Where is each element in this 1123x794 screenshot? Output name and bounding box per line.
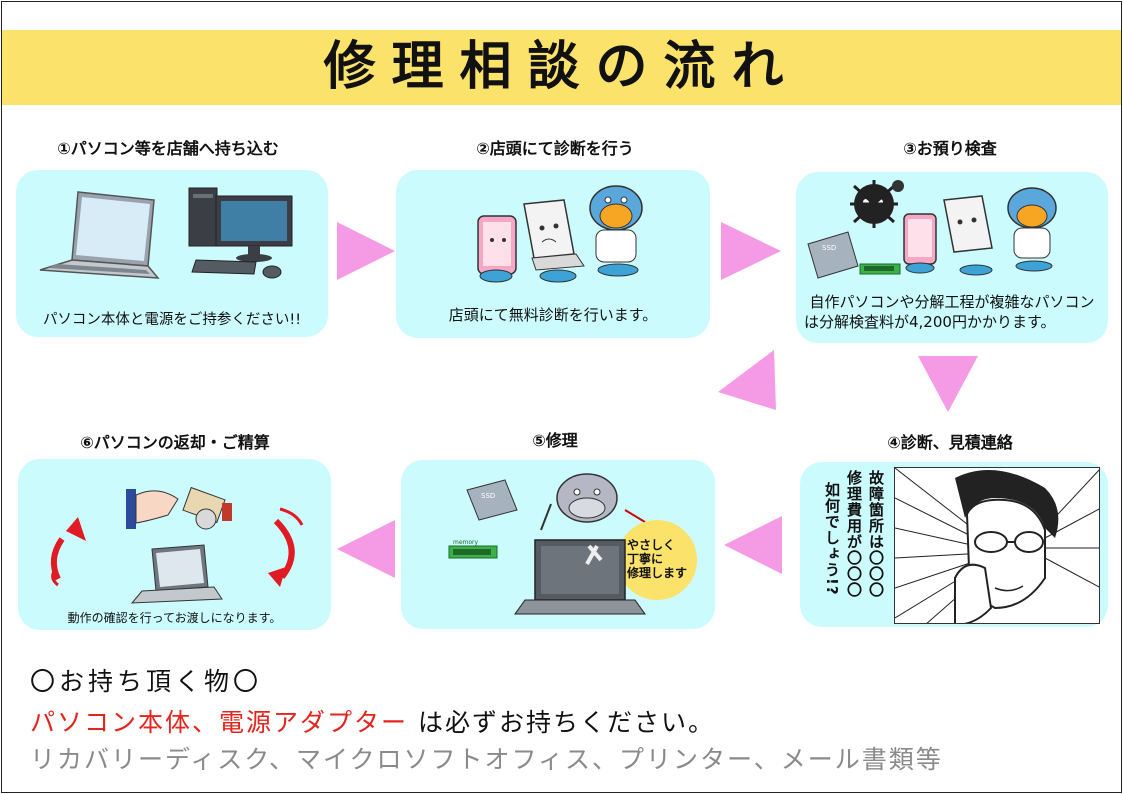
- bring-items-heading: 〇お持ち頂く物〇: [30, 667, 263, 696]
- laptop-and-desktop-illustration: [39, 187, 293, 279]
- arrow-down: [918, 356, 978, 412]
- arrow-left-1: [724, 516, 782, 574]
- broken-laptop-icon: [514, 539, 646, 615]
- ssd-icon: [466, 479, 518, 521]
- title-band: [2, 30, 1121, 105]
- rotate-arrow-right-icon: [268, 507, 304, 587]
- step-3-caption-line-1: 自作パソコンや分解工程が複雑なパソコン: [809, 293, 1095, 311]
- inspection-illustration: SSD: [807, 180, 1057, 279]
- repair-illustration: SSD memory: [448, 473, 697, 615]
- doctor-mascot-icon: [589, 185, 643, 277]
- required-items-line: パソコン本体、電源アダプター は必ずお持ちください。: [30, 703, 715, 739]
- ssd-label: SSD: [481, 492, 495, 500]
- memory-module-icon: [859, 263, 901, 275]
- ssd-label: SSD: [822, 244, 836, 252]
- ssd-icon: [807, 231, 859, 279]
- step-2-caption: 店頭にて無料診断を行います。: [448, 306, 658, 324]
- step-3-card: SSD 自作パソコンや分解工程が複雑なパソコン は分解検査料が4,200円かかり…: [796, 172, 1108, 343]
- laptop-character-icon: [943, 195, 993, 276]
- step-6-card: 動作の確認を行ってお渡しになります。: [18, 459, 331, 630]
- required-items-red: パソコン本体、電源アダプター: [30, 708, 409, 737]
- arrow-left-2: [337, 520, 395, 578]
- speech-column-1: 故障箇所は〇〇〇: [867, 470, 885, 598]
- required-items-rest: は必ずお持ちください。: [417, 708, 715, 737]
- page-title: 修理相談の流れ: [323, 37, 800, 97]
- step-6-caption: 動作の確認を行ってお渡しになります。: [67, 611, 282, 625]
- memory-label: memory: [453, 539, 479, 546]
- step-4-title: ④診断、見積連絡: [887, 433, 1013, 452]
- optional-items-line: リカバリーディスク、マイクロソフトオフィス、プリンター、メール書類等: [30, 745, 943, 774]
- speech-column-3: 如何でしょう!?: [823, 482, 841, 596]
- laptop-icon: [39, 191, 160, 279]
- handshake-payment-icon: [126, 486, 232, 530]
- arrow-up-left: [718, 350, 776, 410]
- step-5-title: ⑤修理: [532, 431, 578, 450]
- mascot-repair-icon: [540, 473, 646, 531]
- arrow-right-2: [721, 222, 781, 280]
- virus-icon: [850, 180, 904, 228]
- smartphone-character-icon: [477, 215, 517, 283]
- step-3-caption-line-2: は分解検査料が4,200円かかります。: [804, 313, 1056, 331]
- laptop-icon: [130, 544, 223, 604]
- speech-column-2: 修理費用が〇〇〇: [845, 470, 863, 598]
- doctor-mascot-icon: [1007, 187, 1057, 272]
- step-5-card: SSD memory やさしく 丁寧に 修理します: [401, 460, 715, 629]
- bubble-line-1: やさしく: [627, 538, 676, 552]
- smartphone-character-icon: [903, 213, 937, 274]
- bubble-line-2: 丁寧に: [627, 552, 664, 566]
- repair-bubble-text: やさしく 丁寧に 修理します: [627, 538, 687, 580]
- bubble-line-3: 修理します: [627, 566, 688, 580]
- desktop-pc-icon: [188, 187, 293, 279]
- step-2-card: 店頭にて無料診断を行います。: [396, 170, 710, 338]
- memory-module-icon: [448, 545, 498, 559]
- step-1-caption: パソコン本体と電源をご持参ください!!: [42, 312, 302, 328]
- step-1-title: ①パソコン等を店舗へ持ち込む: [57, 139, 279, 158]
- arrow-right-1: [337, 222, 395, 280]
- rotate-arrow-left-icon: [50, 517, 86, 587]
- laptop-character-icon: [523, 199, 585, 283]
- step-2-title: ②店頭にて診断を行う: [476, 139, 634, 158]
- return-illustration: [50, 486, 304, 604]
- step-6-title: ⑥パソコンの返却・ご精算: [80, 433, 270, 452]
- thinking-man-illustration: [895, 468, 1099, 623]
- manga-panel: [894, 467, 1100, 624]
- step-1-card: パソコン本体と電源をご持参ください!!: [16, 170, 328, 337]
- diagnosis-illustration: [477, 185, 643, 283]
- step-3-title: ③お預り検査: [903, 139, 997, 158]
